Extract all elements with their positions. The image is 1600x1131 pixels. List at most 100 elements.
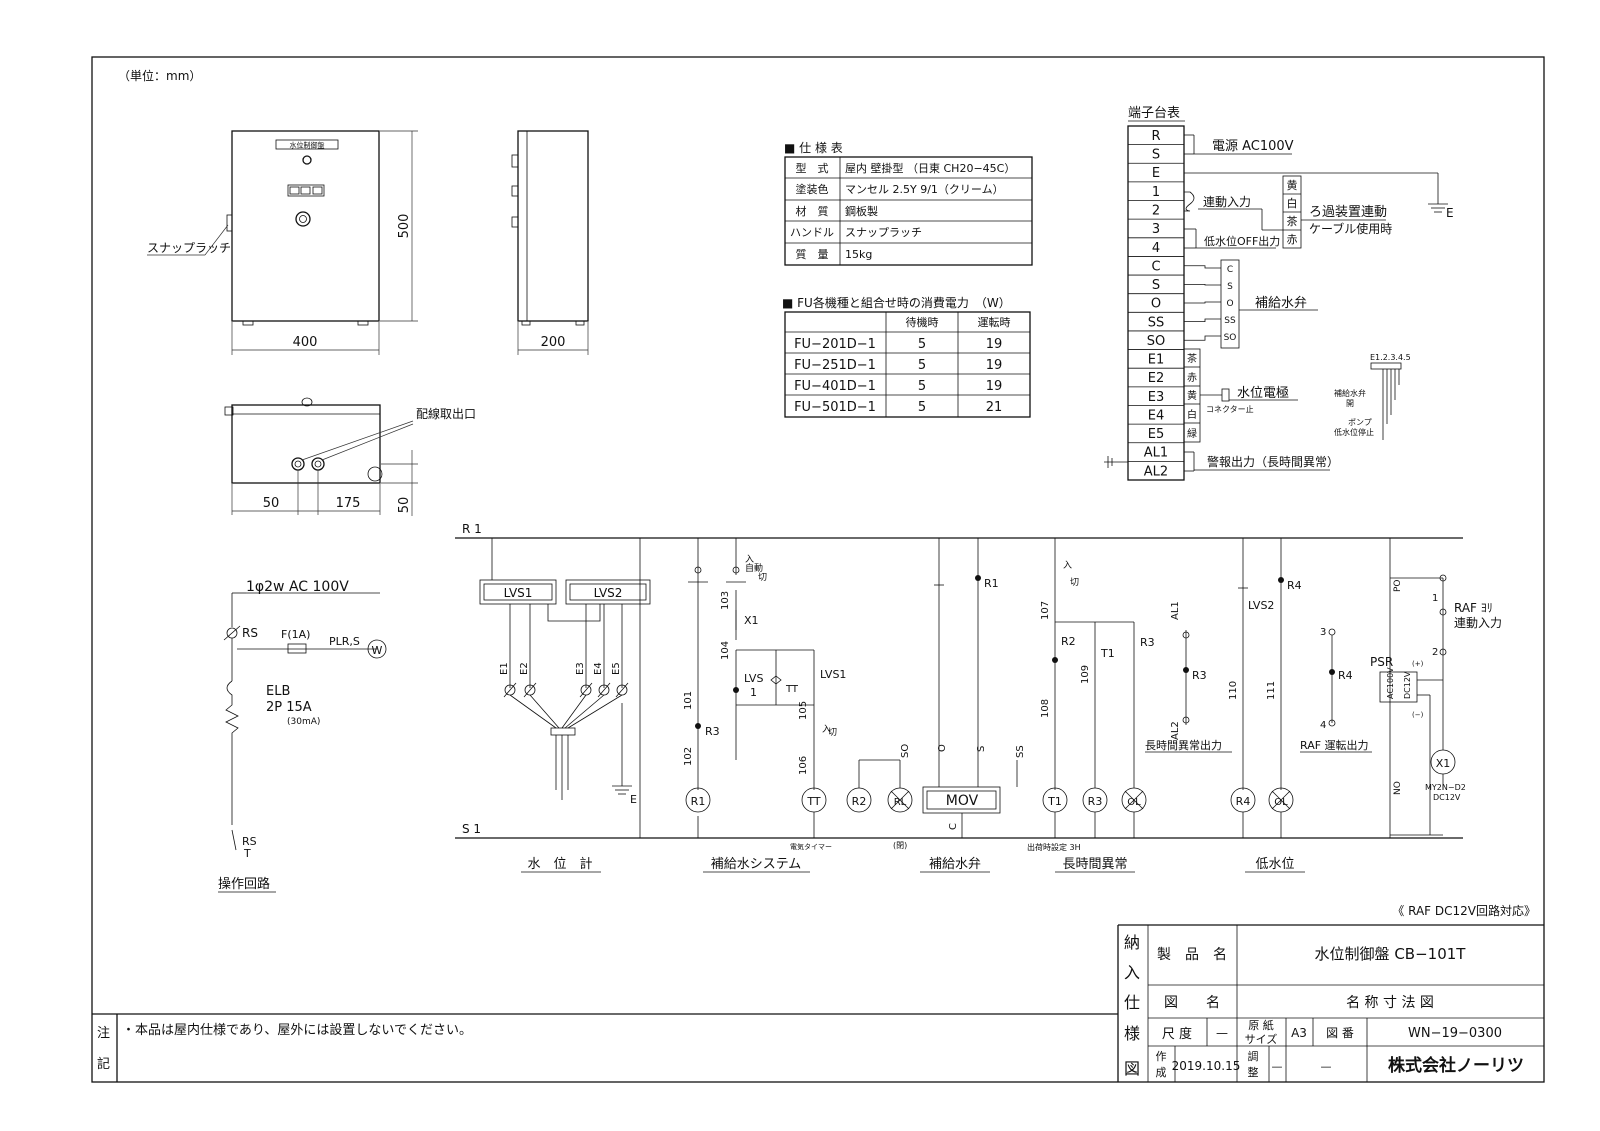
spec-label: 塗装色: [796, 182, 829, 196]
rl-note: (閉): [893, 841, 907, 850]
x1-contact: X1: [744, 614, 759, 627]
snap-latch-label: スナップラッチ: [147, 241, 231, 255]
link-color: 黄: [1287, 178, 1298, 192]
company-logo: 株式会社ノーリツ: [1388, 1055, 1524, 1076]
node-108: 108: [1040, 699, 1051, 718]
power-spec-label: 1φ2w AC 100V: [246, 579, 349, 595]
section-label: 長時間異常: [1062, 857, 1127, 872]
link-color: 赤: [1287, 233, 1298, 246]
node-104: 104: [720, 641, 731, 660]
switch-off-2: 切: [828, 727, 837, 738]
r2-coil: R2: [852, 795, 867, 808]
made-date: 2019.10.15: [1172, 1059, 1241, 1073]
power-label: 電源 AC100V: [1212, 139, 1294, 154]
lvs2-box: LVS2: [594, 586, 623, 600]
op-circuit-label: 操作回路: [218, 876, 270, 892]
node-105: 105: [798, 701, 809, 720]
spec-label: 型 式: [796, 161, 829, 175]
section-label: 補給水弁: [929, 857, 981, 872]
power-run: 19: [986, 337, 1003, 352]
probe-header: E1.2.3.4.5: [1370, 353, 1411, 362]
rs-bottom-label: RS: [242, 835, 257, 848]
terminal-title: 端子台表: [1128, 106, 1180, 121]
power-model: FU−401D−1: [794, 379, 876, 394]
delivery-char: 仕: [1124, 993, 1140, 1012]
power-standby: 5: [918, 400, 926, 415]
r2-contact: R2: [1061, 635, 1076, 648]
terminal-row-label: O: [1151, 297, 1161, 312]
power-table: ■ FU各機種と組合せ時の消費電力 （W） 待機時 運転時 FU−201D−1 …: [782, 295, 1031, 418]
electrode-lead: [564, 694, 605, 729]
electrode-label: 水位電極: [1237, 385, 1289, 401]
rs-top-label: RS: [242, 626, 258, 640]
scale-value: —: [1216, 1026, 1228, 1040]
psr-ac: AC100V: [1386, 667, 1395, 699]
check-label-1: 調: [1248, 1049, 1259, 1063]
raf-note: 《 RAF DC12V回路対応》: [1392, 903, 1536, 918]
earth-label: E: [1446, 206, 1454, 220]
cabinet-front-view: 水位制御盤 スナップラッチ 500 400: [147, 130, 418, 355]
terminal-row-label: E1: [1148, 353, 1165, 368]
notes-label-2: 記: [97, 1056, 110, 1072]
node-106: 106: [798, 756, 809, 775]
check-value-1: —: [1272, 1060, 1283, 1073]
valve-term: S: [1227, 282, 1233, 292]
spec-label: 材 質: [796, 204, 829, 218]
spec-table-title: ■ 仕 様 表: [784, 141, 843, 155]
dim-bottom-3: 50: [397, 497, 412, 514]
tt-note: 電気タイマー: [790, 842, 832, 851]
terminal-row-label: SO: [1147, 334, 1165, 349]
electrode-color: 緑: [1187, 427, 1197, 440]
spec-value: 屋内 壁掛型 （日東 CH20−45C）: [845, 161, 1015, 175]
cabinet-bottom-view: 配線取出口 50 175 50: [224, 397, 476, 516]
lvs-contact: LVS: [744, 672, 763, 685]
delivery-char: 様: [1124, 1024, 1140, 1043]
bus-r1-label: R 1: [462, 522, 482, 536]
check-value-2: —: [1321, 1060, 1332, 1073]
electrode-lead: [509, 694, 557, 729]
terminal-row-label: 4: [1152, 241, 1160, 256]
control-circuit: R 1 S 1 1φ2w AC 100V RS F(1A) PLR,S W EL…: [218, 522, 1536, 918]
t1-coil: T1: [1047, 795, 1062, 808]
power-model: FU−251D−1: [794, 358, 876, 373]
terminal-row-label: AL1: [1144, 446, 1168, 461]
lvs-connection: [547, 604, 601, 622]
power-table-title: ■ FU各機種と組合せ時の消費電力 （W）: [782, 295, 1011, 310]
terminal-row-label: E: [1152, 166, 1160, 181]
elb-label-1: ELB: [266, 684, 290, 699]
electrode-label: E5: [611, 662, 622, 675]
made-label-1: 作: [1156, 1050, 1167, 1063]
dim-width: 400: [293, 335, 318, 350]
lvs1-contact: LVS1: [820, 668, 846, 681]
section-label: 水 位 計: [527, 856, 592, 872]
raf-link-1: 1: [1432, 593, 1438, 604]
valve-wire: [1184, 301, 1221, 304]
valve-term: O: [1226, 299, 1233, 309]
power-model: FU−201D−1: [794, 337, 876, 352]
paper-value: A3: [1291, 1026, 1307, 1040]
electrode-label: E4: [593, 662, 604, 675]
product-name: 水位制御盤 CB−101T: [1315, 945, 1467, 963]
power-header: 待機時: [906, 315, 939, 329]
mov-box: MOV: [946, 793, 979, 809]
notes-label-1: 注: [97, 1026, 110, 1041]
t1-contact: T1: [1100, 647, 1115, 660]
terminal-row-label: E2: [1148, 371, 1165, 386]
terminal-row-label: S: [1152, 278, 1160, 293]
delivery-char: 納: [1124, 933, 1140, 952]
power-standby: 5: [918, 337, 926, 352]
made-label-2: 成: [1156, 1066, 1167, 1079]
delivery-char: 図: [1124, 1059, 1140, 1078]
title-block: 納 入 仕 様 図 製 品 名 水位制御盤 CB−101T 図 名 名 称 寸 …: [1117, 924, 1544, 1082]
mov-c: C: [948, 823, 959, 830]
raf-link-label-2: 連動入力: [1454, 616, 1502, 630]
drawing-no-label: 図 番: [1326, 1026, 1354, 1040]
link-color: 茶: [1287, 215, 1298, 228]
probe-note: 開: [1346, 399, 1354, 408]
electrode-label: E3: [575, 662, 586, 675]
terminal-row-label: E3: [1148, 390, 1165, 405]
probe-note: 補給水弁: [1334, 388, 1366, 398]
electrode-terminal-slash: [597, 682, 611, 698]
